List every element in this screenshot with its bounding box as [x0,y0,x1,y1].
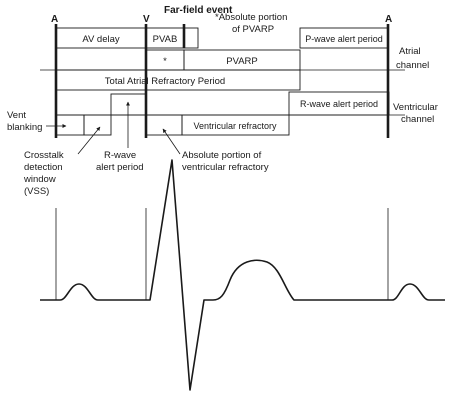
av-delay-label: AV delay [82,34,120,45]
p-wave-alert-label: P-wave alert period [305,34,383,44]
ecg-waveform [40,159,445,391]
pvab-label: PVAB [153,34,178,45]
crosstalk-window-box [83,114,112,136]
ventricular-channel-label-2: channel [401,114,434,125]
abs-vent-callout-label-2: ventricular refractory [182,162,269,173]
crosstalk-label-3: window [23,174,56,185]
atrial-channel-label-1: Atrial [399,46,421,57]
total-arp-label: Total Atrial Refractory Period [105,76,225,87]
pvarp-label: PVARP [226,56,258,67]
ventricular-refractory-label: Ventricular refractory [193,121,277,131]
r-wave-callout-label-1: R-wave [104,150,136,161]
far-field-label: Far-field event [164,5,233,16]
vent-blanking-box [55,114,85,136]
r-wave-callout-label-2: alert period [96,162,144,173]
pvarp-note-line1: *Absolute portion [215,12,287,23]
marker-a-right: A [385,14,392,25]
pvarp-note-line2: of PVARP [232,24,274,35]
crosstalk-label-2: detection [24,162,63,173]
crosstalk-label-1: Crosstalk [24,150,64,161]
crosstalk-label-4: (VSS) [24,186,49,197]
ventricular-channel-label-1: Ventricular [393,102,438,113]
r-wave-alert-label: R-wave alert period [300,99,378,109]
crosstalk-arrow [77,126,101,155]
pvab-extension [183,27,199,49]
abs-vent-callout-label-1: Absolute portion of [182,150,262,161]
absolute-vent-refractory-box [145,114,183,136]
vent-blanking-label-1: Vent [7,110,26,121]
marker-a-left: A [51,14,58,25]
pvarp-asterisk: * [163,56,167,67]
abs-vent-callout-arrow [162,128,181,155]
pre-v-alert-box [110,93,147,116]
marker-v: V [143,14,150,25]
vent-blanking-label-2: blanking [7,122,42,133]
atrial-channel-label-2: channel [396,60,429,71]
